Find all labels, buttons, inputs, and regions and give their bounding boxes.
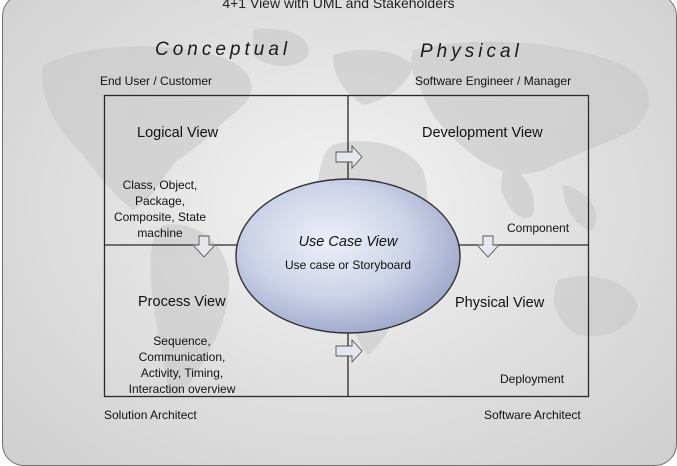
artifact-line: Interaction overview	[128, 382, 236, 396]
stakeholder-solution-architect: Solution Architect	[104, 408, 197, 422]
logical-view-title: Logical View	[137, 125, 219, 141]
arrow-down-icon	[475, 235, 501, 258]
artifact-line: Class, Object,	[122, 178, 198, 192]
arrow-right-icon	[335, 144, 363, 170]
artifact-line: Activity, Timing,	[140, 366, 224, 380]
physical-view-title: Physical View	[455, 295, 545, 311]
physical-view-artifact: Deployment	[500, 372, 565, 386]
artifact-line: machine	[137, 226, 183, 240]
artifact-line: Package,	[134, 194, 186, 208]
artifact-line: Sequence,	[153, 334, 211, 348]
development-view-artifact: Component	[507, 221, 570, 235]
artifact-line: Communication,	[138, 350, 226, 364]
heading-physical: Physical	[420, 41, 523, 62]
development-view-title: Development View	[422, 125, 543, 141]
artifact-line: Composite, State	[113, 210, 207, 224]
stakeholder-end-user: End User / Customer	[100, 74, 213, 88]
logical-view-artifacts: Class, Object, Package, Composite, State…	[104, 177, 216, 241]
views-frame	[103, 94, 590, 398]
stakeholder-software-engineer: Software Engineer / Manager	[415, 74, 572, 88]
use-case-view-title: Use Case View	[298, 234, 398, 250]
use-case-ellipse	[235, 178, 461, 334]
process-view-title: Process View	[138, 294, 226, 310]
arrow-right-icon	[335, 338, 363, 364]
diagram-lines	[103, 94, 590, 398]
stakeholder-software-architect: Software Architect	[484, 408, 581, 422]
arrow-down-icon	[191, 235, 217, 258]
heading-conceptual: Conceptual	[155, 39, 292, 60]
process-view-artifacts: Sequence, Communication, Activity, Timin…	[116, 333, 248, 397]
use-case-view-artifact: Use case or Storyboard	[284, 258, 412, 272]
diagram-title: 4+1 View with UML and Stakeholders	[222, 0, 455, 11]
